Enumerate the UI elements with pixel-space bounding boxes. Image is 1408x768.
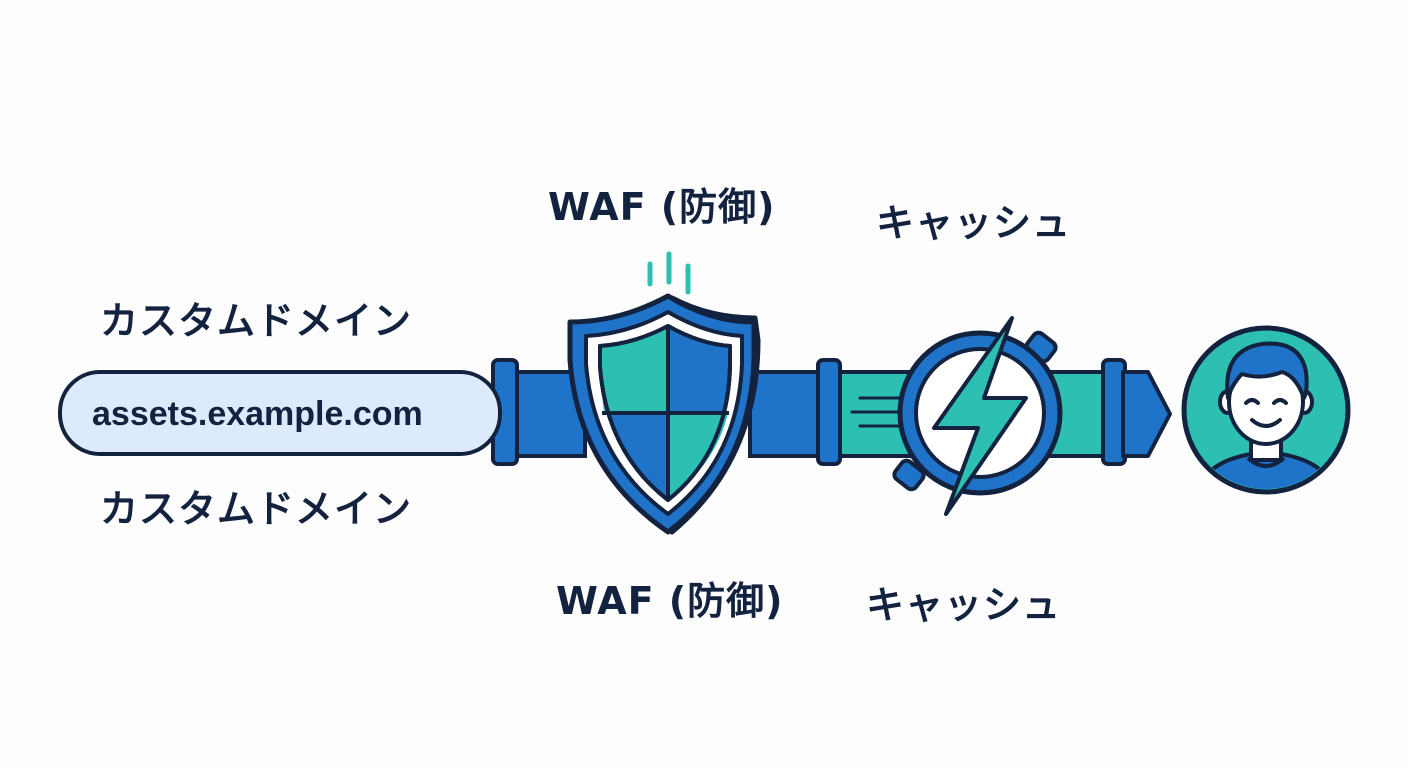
shield-icon [567, 251, 761, 535]
label-custom-domain-top: カスタムドメイン [100, 299, 413, 343]
domain-bar-text: assets.example.com [92, 395, 423, 433]
label-cache-top: キャッシュ [876, 201, 1072, 245]
domain-bar [58, 370, 502, 456]
shield-signal-lines [647, 251, 691, 295]
pipe-segment-2 [748, 370, 827, 458]
arrow-right-icon [1121, 370, 1172, 458]
lightning-stopwatch-icon [892, 316, 1063, 516]
user-avatar-icon [1181, 325, 1351, 495]
label-waf-bottom: WAF (防御) [556, 579, 784, 623]
label-cache-bottom: キャッシュ [866, 583, 1062, 627]
speed-lines [850, 396, 902, 428]
label-custom-domain-bottom: カスタムドメイン [100, 487, 413, 531]
pipe-flange-2 [816, 358, 842, 466]
label-waf-top: WAF (防御) [548, 185, 776, 229]
